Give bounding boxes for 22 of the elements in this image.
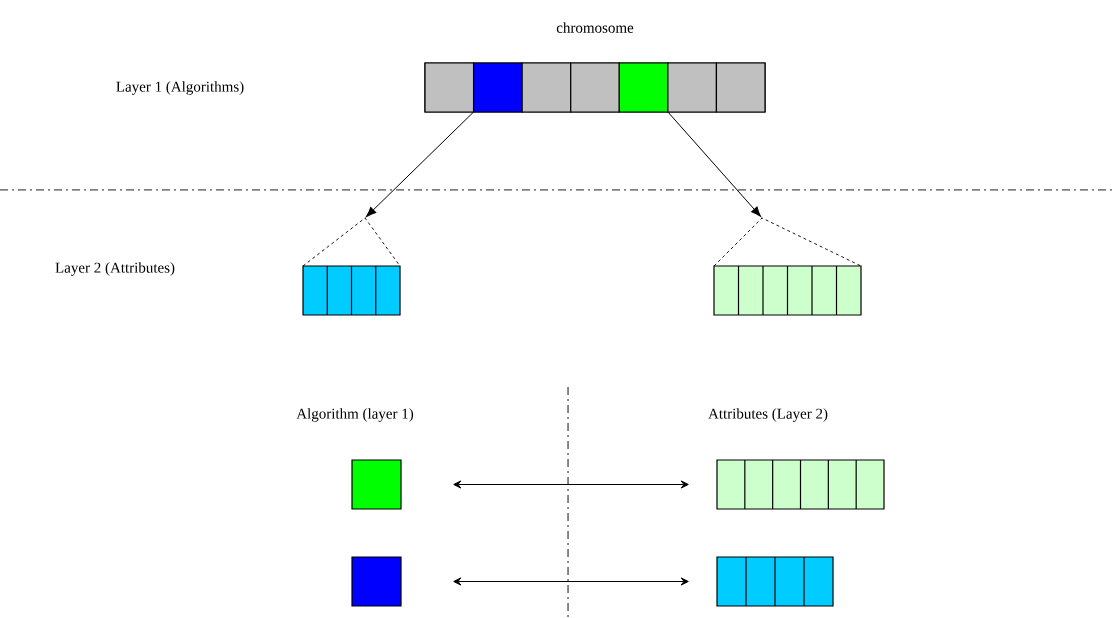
gene-cell [667,62,718,113]
arrow [366,112,474,218]
arrow [453,480,689,489]
layer-label: Layer 2 (Attributes) [55,262,175,276]
arrow [453,577,689,586]
node-label: chromosome [556,22,634,33]
gene-cell [472,62,523,113]
layer-label: Algorithm (layer 1) [296,408,414,422]
gene-array [713,265,862,316]
gene-array [716,459,885,510]
gene-cell [570,62,620,113]
gene-cell [618,62,669,113]
layer-label: Attributes (Layer 2) [708,408,828,422]
gene-array [716,556,834,607]
gene-cell [715,62,766,113]
gene-array [302,265,401,316]
arrow [667,112,762,217]
gene-cell [424,62,475,113]
gene-cell [351,556,402,607]
layer-label: Layer 1 (Algorithms) [116,81,244,95]
gene-cell [521,62,572,113]
gene-cell [351,459,402,510]
